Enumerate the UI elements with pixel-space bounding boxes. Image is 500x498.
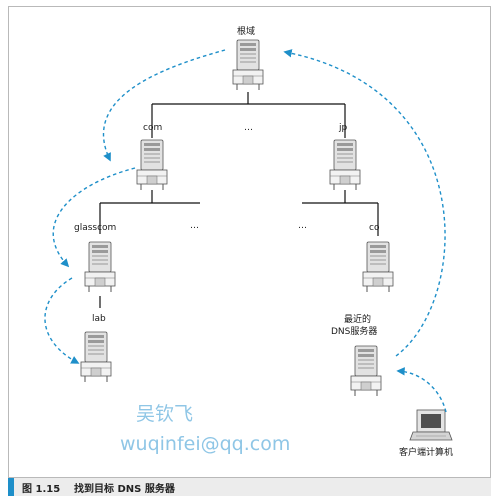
client-label: 客户端计算机 <box>399 446 453 458</box>
arrow-glasscom-to-lab <box>44 277 80 364</box>
figure-frame <box>8 6 491 478</box>
watermark-name: 吴钦飞 <box>136 403 193 425</box>
dns-hierarchy-diagram: 根域 com … jp glasscom … … co lab 最近的 DNS服… <box>44 25 453 458</box>
com-label: com <box>143 123 162 133</box>
root-label: 根域 <box>237 25 255 37</box>
arrow-root-to-com <box>102 49 226 162</box>
tree-lines <box>99 92 379 308</box>
lab-label: lab <box>92 314 106 324</box>
glasscom-label: glasscom <box>74 223 116 233</box>
watermark-email: wuqinfei@qq.com <box>120 433 290 455</box>
com-server-icon <box>136 139 168 191</box>
root-server-icon <box>232 39 264 91</box>
arrow-client-to-nearest <box>396 367 447 413</box>
jp-ellipsis: … <box>298 221 307 231</box>
com-ellipsis: … <box>190 221 199 231</box>
arrow-com-to-glasscom <box>52 167 136 268</box>
co-server-icon <box>362 241 394 293</box>
lab-server-icon <box>80 331 112 383</box>
caption-title: 找到目标 DNS 服务器 <box>74 484 175 495</box>
nearest-dns-label-line1: 最近的 <box>344 313 371 325</box>
co-label: co <box>369 223 380 233</box>
glasscom-server-icon <box>84 241 116 293</box>
caption-number: 图 1.15 <box>22 484 61 495</box>
query-arrows <box>44 49 447 413</box>
nearest-dns-label-line2: DNS服务器 <box>331 325 377 337</box>
nearest-dns-server-icon <box>350 345 382 397</box>
client-computer-icon <box>409 409 453 441</box>
caption-accent-bar <box>8 478 14 496</box>
jp-server-icon <box>329 139 361 191</box>
jp-label: jp <box>338 123 348 133</box>
arrow-nearest-to-root <box>283 49 446 357</box>
figure-caption: 图 1.15 找到目标 DNS 服务器 <box>8 478 491 496</box>
root-ellipsis: … <box>244 123 253 133</box>
